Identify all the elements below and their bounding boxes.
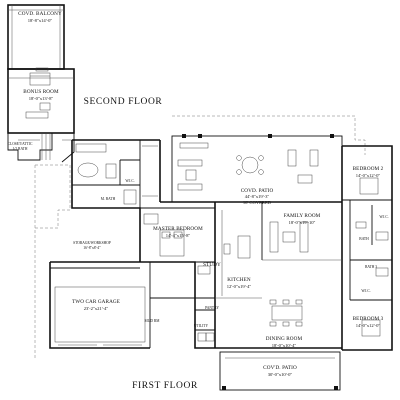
bedroom-2-name: BEDROOM 2: [353, 166, 384, 172]
first-floor-title: FIRST FLOOR: [132, 381, 198, 391]
second-floor-plan: COVD. BALCONY 18'-8"x14'-0" BONUS ROOM 1…: [7, 4, 163, 163]
rear-patio-name: COVD. PATIO: [241, 188, 274, 194]
family-room-name: FAMILY ROOM: [284, 213, 321, 219]
balcony-name: COVD. BALCONY: [18, 11, 62, 17]
half-bath-label: 1/2 BATH: [13, 147, 28, 151]
dining-room-dimensions: 18'-0"x10'-4": [272, 343, 297, 348]
master-bedroom-name: MASTER BEDROOM: [153, 226, 203, 232]
bath-label: BATH: [359, 237, 369, 241]
pantry-label: PANTRY: [205, 306, 219, 310]
kitchen-dimensions: 12'-0"x19'-4": [227, 284, 252, 289]
front-patio-outline: [219, 351, 341, 391]
second-floor-title: SECOND FLOOR: [84, 97, 163, 107]
study-name: STUDY: [203, 262, 221, 268]
kitchen-name: KITCHEN: [227, 277, 251, 283]
storage-dimensions: 16'-8"x8'-4": [83, 246, 101, 250]
dining-room-name: DINING ROOM: [266, 336, 303, 342]
bonus-room-dimensions: 18'-0"x13'-8": [29, 96, 54, 101]
front-patio-dimensions: 30'-0"x10'-0": [268, 372, 293, 377]
garage-dimensions: 23'-2"x21'-4": [84, 306, 109, 311]
mud-room-label: MUD RM: [145, 319, 161, 323]
family-room-dimensions: 18'-0"x19'-10": [289, 220, 316, 225]
bedroom-2-dimensions: 14'-0"x12'-0": [356, 173, 381, 178]
bedroom-3-dimensions: 14'-0"x12'-0": [356, 323, 381, 328]
rear-patio-dimensions: 44'-8"x19'-3": [245, 194, 270, 199]
bonus-room-outline: [7, 68, 75, 134]
master-bedroom-dimensions: 14'-4"x15'-8": [166, 233, 191, 238]
kitchen-island: [237, 235, 251, 259]
master-bath-label: M. BATH: [101, 197, 116, 201]
bonus-room-name: BONUS ROOM: [23, 89, 59, 95]
rear-patio-covered-note: 16' COVERED: [243, 200, 272, 205]
bedroom-3-name: BEDROOM 3: [353, 316, 384, 322]
wic-bedroom-2-label: W.I.C.: [379, 215, 388, 219]
bath-3-label: BATH 3: [365, 265, 377, 269]
wic-bedroom-3-label: W.I.C.: [361, 289, 370, 293]
front-patio-name: COV'D. PATIO: [263, 365, 297, 371]
wic-master-label: W.I.C.: [125, 179, 134, 183]
closet-attic-label: CLOSET/ATTIC: [8, 142, 33, 146]
storage-name: STORAGE/WORKSHOP: [73, 241, 111, 245]
garage-name: TWO CAR GARAGE: [72, 299, 120, 305]
first-floor-plan: COVD. PATIO 44'-8"x19'-3" 16' COVERED BE…: [34, 115, 393, 391]
utility-label: UTILITY: [194, 324, 209, 328]
balcony-dimensions: 18'-8"x14'-0": [28, 18, 53, 23]
